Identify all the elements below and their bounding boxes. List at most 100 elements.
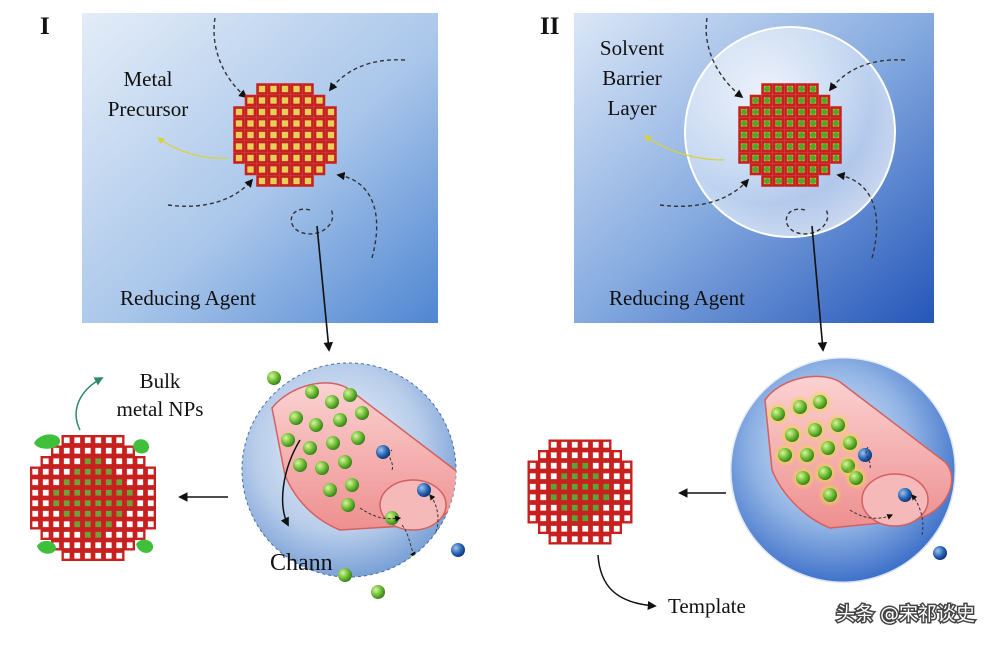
framework-pore	[613, 483, 620, 490]
framework-pore	[603, 494, 610, 501]
framework-pore	[126, 458, 133, 465]
framework-pore	[624, 494, 631, 501]
framework-pore	[95, 447, 102, 454]
framework-pore	[105, 437, 112, 444]
framework-pore	[53, 500, 60, 507]
reductant-particle	[933, 546, 947, 560]
framework-pore	[137, 489, 144, 496]
np-particle	[315, 461, 329, 475]
framework-pore	[63, 468, 70, 475]
metal-organic-framework	[738, 83, 842, 187]
framework-pore	[126, 531, 133, 538]
bulk-metal-np-blobs	[34, 434, 154, 554]
metal-nps-label: metal NPs	[117, 397, 204, 421]
framework-pore	[529, 473, 536, 480]
framework-pore	[32, 489, 39, 496]
framework-pore	[258, 120, 266, 127]
framework-pore	[126, 542, 133, 549]
framework-pore	[293, 177, 300, 185]
framework-pore	[592, 494, 599, 501]
framework-pore	[281, 166, 289, 173]
pore-np-dot	[821, 143, 828, 150]
framework-pore	[147, 489, 154, 496]
framework-pore	[613, 452, 620, 459]
framework-pore	[529, 462, 536, 469]
framework-pore	[116, 542, 123, 549]
bulk-nps-framework	[30, 435, 156, 561]
framework-pore	[613, 515, 620, 522]
framework-pore	[624, 483, 631, 490]
framework-pore	[304, 131, 312, 139]
framework-pore	[74, 479, 81, 486]
framework-pore	[247, 166, 254, 173]
pore-np-dot	[764, 97, 770, 104]
framework-pore	[304, 85, 312, 93]
framework-pore	[95, 468, 102, 475]
pore-np-dot	[775, 166, 782, 173]
pore-np-dot	[764, 132, 770, 138]
pore-np-dot	[821, 132, 828, 138]
pore-np-dot	[775, 178, 782, 184]
framework-pore	[613, 504, 620, 511]
framework-pore	[582, 536, 589, 543]
framework-pore	[137, 510, 144, 517]
framework-pore	[147, 521, 154, 528]
framework-pore	[540, 504, 547, 511]
framework-pore	[42, 521, 49, 528]
np-particle	[289, 411, 303, 425]
framework-pore	[582, 504, 589, 511]
pore-np-dot	[810, 120, 816, 127]
framework-pore	[571, 525, 578, 532]
framework-pore	[540, 494, 547, 501]
framework-pore	[304, 120, 312, 127]
framework-pore	[116, 479, 123, 486]
framework-pore	[105, 447, 112, 454]
framework-pore	[105, 510, 112, 517]
pore-np-dot	[798, 86, 805, 92]
pore-np-dot	[752, 97, 759, 104]
framework-pore	[529, 483, 536, 490]
framework-pore	[63, 437, 70, 444]
np-particle	[813, 395, 827, 409]
pore-np-dot	[810, 143, 816, 150]
framework-pore	[53, 510, 60, 517]
pore-np-dot	[752, 143, 759, 150]
framework-pore	[550, 494, 557, 501]
framework-pore	[137, 500, 144, 507]
np-particle	[849, 471, 863, 485]
framework-pore	[540, 452, 547, 459]
channel-opening	[861, 473, 929, 527]
pore-np-dot	[764, 86, 770, 92]
framework-pore	[63, 458, 70, 465]
framework-pore	[550, 441, 557, 448]
bulk-label: Bulk	[140, 369, 181, 393]
framework-pore	[147, 510, 154, 517]
framework-pore	[561, 504, 568, 511]
framework-pore	[95, 521, 102, 528]
framework-pore	[84, 510, 91, 517]
pore-np-dot	[798, 155, 805, 161]
framework-pore	[304, 154, 312, 162]
pore-np-dot	[764, 143, 770, 150]
np-particle	[831, 418, 845, 432]
solvent-label: Solvent	[600, 36, 664, 60]
framework-pore	[540, 483, 547, 490]
pore-np-dot	[752, 132, 759, 138]
reducing-agent-label-i: Reducing Agent	[120, 286, 256, 310]
framework-pore	[247, 143, 254, 150]
framework-pore	[42, 531, 49, 538]
framework-pore	[571, 483, 578, 490]
framework-pore	[247, 120, 254, 127]
framework-pore	[126, 468, 133, 475]
framework-pore	[95, 479, 102, 486]
framework-pore	[42, 479, 49, 486]
framework-pore	[561, 515, 568, 522]
framework-pore	[84, 447, 91, 454]
channel-zoom-circle-i	[241, 362, 457, 578]
framework-pore	[592, 525, 599, 532]
framework-pore	[293, 131, 300, 139]
reductant-paths	[659, 17, 906, 259]
pore-np-dot	[798, 97, 805, 104]
channel-zoom-circle-ii	[728, 355, 958, 585]
framework-pore	[53, 479, 60, 486]
